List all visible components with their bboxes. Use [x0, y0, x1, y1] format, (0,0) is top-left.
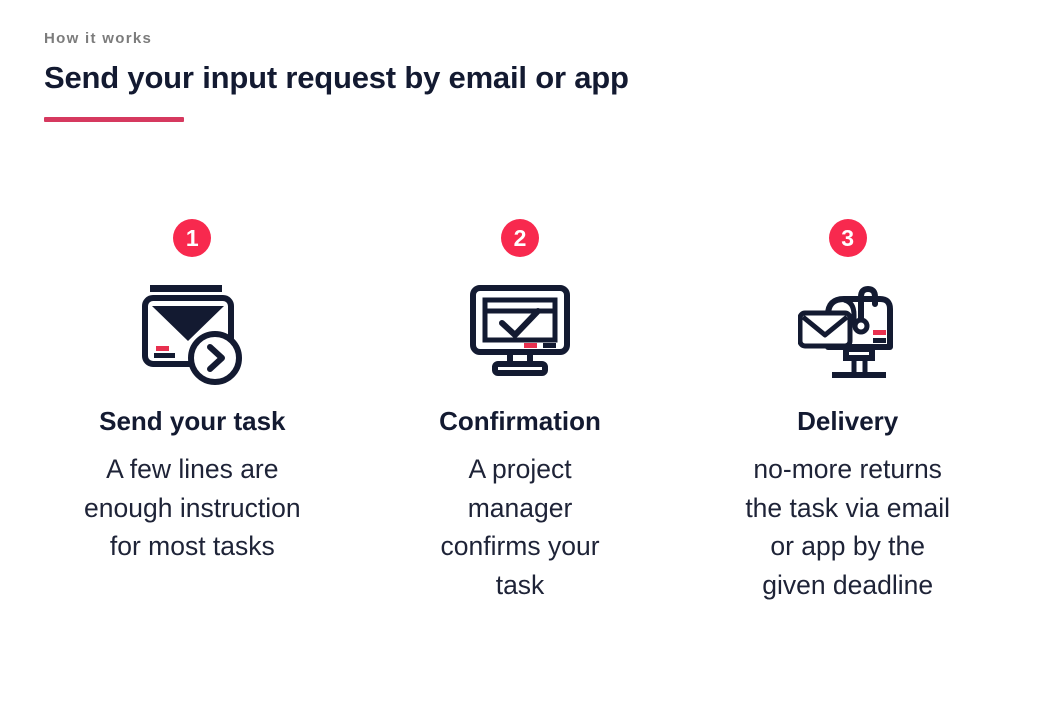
step-3-number: 3	[841, 224, 855, 251]
step-1: 1 Send your task A few lines are enough …	[44, 219, 341, 604]
email-send-icon	[142, 285, 243, 385]
page-title: Send your input request by email or app	[44, 60, 629, 95]
step-3-description: no-more returns the task via email or ap…	[745, 454, 951, 600]
step-1-number-badge: 1	[173, 219, 212, 257]
step-3-number-badge: 3	[828, 219, 867, 257]
how-it-works-slide: How it works Send your input request by …	[44, 30, 996, 604]
monitor-check-icon	[470, 285, 570, 385]
title-underline-accent	[44, 117, 184, 122]
step-3: 3 Delivery no-mor	[699, 219, 996, 604]
step-3-title: Delivery	[797, 406, 899, 436]
step-1-description: A few lines are enough instruction for m…	[84, 454, 301, 561]
step-2-description: A project manager confirms your task	[440, 454, 600, 600]
step-2-number: 2	[513, 224, 527, 251]
mailbox-delivery-icon	[797, 285, 898, 385]
step-2-number-badge: 2	[501, 219, 539, 257]
step-2-title: Confirmation	[439, 406, 601, 436]
steps-row: 1 Send your task A few lines are enough …	[44, 219, 996, 604]
step-1-number: 1	[185, 224, 199, 251]
eyebrow-label: How it works	[44, 30, 153, 47]
step-2: 2 Confirmation A project manager confirm…	[372, 219, 669, 604]
step-1-title: Send your task	[99, 406, 286, 436]
